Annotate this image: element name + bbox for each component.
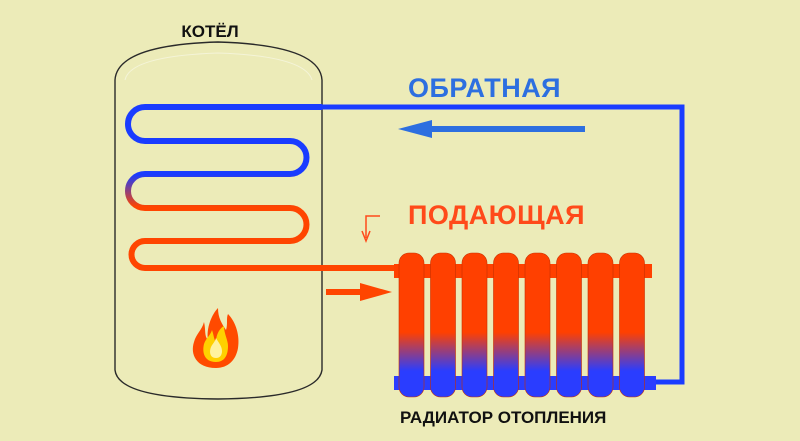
arrow-down-icon xyxy=(361,215,380,244)
radiator-section xyxy=(493,252,519,398)
arrow-right-icon xyxy=(326,283,392,301)
radiator-section xyxy=(556,252,582,398)
return-line-label: ОБРАТНАЯ xyxy=(408,73,562,103)
return-pipe xyxy=(322,104,685,385)
boiler-heat-exchanger-coil xyxy=(125,104,399,271)
radiator-section xyxy=(524,252,551,398)
boiler-label: КОТЁЛ xyxy=(181,22,239,41)
radiator-section xyxy=(619,252,645,398)
radiator-section xyxy=(430,252,456,398)
radiator-section xyxy=(461,252,488,398)
radiator-sections xyxy=(398,252,645,398)
flame-icon xyxy=(192,308,239,368)
supply-line-label: ПОДАЮЩАЯ xyxy=(408,200,586,230)
radiator-label: РАДИАТОР ОТОПЛЕНИЯ xyxy=(400,408,607,427)
radiator-section xyxy=(398,252,425,398)
boiler-tank xyxy=(114,41,323,400)
radiator-section xyxy=(587,252,614,398)
arrow-left-icon xyxy=(398,120,585,138)
